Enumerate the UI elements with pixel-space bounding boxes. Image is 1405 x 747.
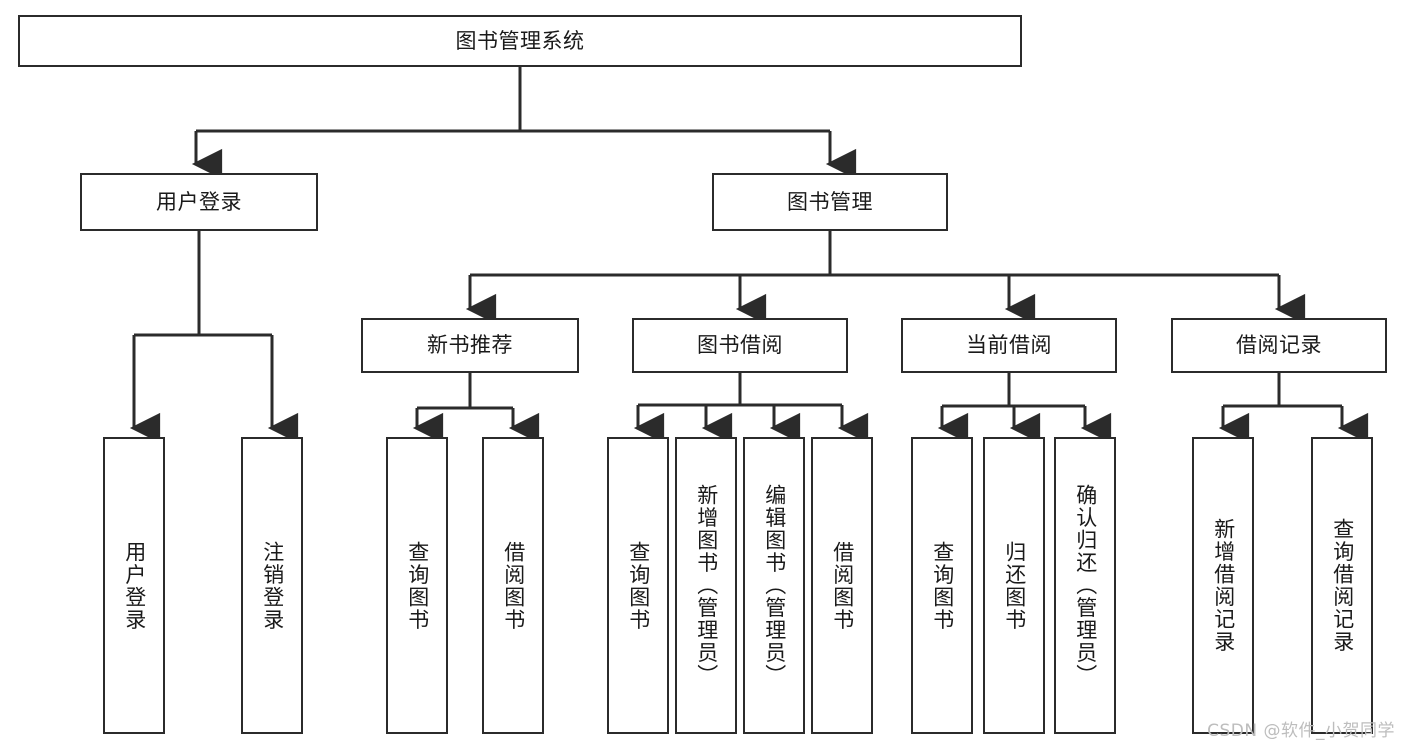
node-user-login[interactable]: 用户登录 bbox=[80, 173, 318, 231]
leaf-add-borrow-record[interactable]: 新增借阅记录 bbox=[1192, 437, 1254, 734]
node-root-label: 图书管理系统 bbox=[455, 28, 585, 53]
leaf-borrow-book-recommend-label: 借阅图书 bbox=[501, 540, 526, 631]
csdn-watermark: CSDN @软件_小贺同学 bbox=[1207, 721, 1395, 741]
leaf-borrow-book-recommend[interactable]: 借阅图书 bbox=[482, 437, 544, 734]
leaf-query-book-recommend-label: 查询图书 bbox=[405, 540, 430, 631]
node-book-borrow[interactable]: 图书借阅 bbox=[632, 318, 848, 373]
leaf-user-login[interactable]: 用户登录 bbox=[103, 437, 165, 734]
leaf-query-book-current[interactable]: 查询图书 bbox=[911, 437, 973, 734]
node-book-borrow-label: 图书借阅 bbox=[697, 333, 783, 358]
node-book-management[interactable]: 图书管理 bbox=[712, 173, 948, 231]
leaf-return-book-label: 归还图书 bbox=[1002, 540, 1027, 631]
leaf-add-borrow-record-label: 新增借阅记录 bbox=[1211, 518, 1236, 653]
leaf-query-borrow-record-label: 查询借阅记录 bbox=[1330, 518, 1355, 653]
leaf-logout-label: 注销登录 bbox=[260, 540, 285, 631]
leaf-query-book-borrow-label: 查询图书 bbox=[626, 540, 651, 631]
node-book-management-label: 图书管理 bbox=[787, 189, 873, 214]
leaf-return-book[interactable]: 归还图书 bbox=[983, 437, 1045, 734]
node-borrow-records-label: 借阅记录 bbox=[1236, 333, 1322, 358]
node-root[interactable]: 图书管理系统 bbox=[18, 15, 1022, 67]
leaf-query-borrow-record[interactable]: 查询借阅记录 bbox=[1311, 437, 1373, 734]
node-new-book-recommend-label: 新书推荐 bbox=[427, 333, 513, 358]
node-current-borrow[interactable]: 当前借阅 bbox=[901, 318, 1117, 373]
leaf-query-book-current-label: 查询图书 bbox=[930, 540, 955, 631]
leaf-add-book-admin-label: 新增图书（管理员） bbox=[694, 484, 719, 687]
leaf-confirm-return-admin-label: 确认归还（管理员） bbox=[1073, 484, 1098, 687]
leaf-logout[interactable]: 注销登录 bbox=[241, 437, 303, 734]
leaf-borrow-book-label: 借阅图书 bbox=[830, 540, 855, 631]
node-user-login-label: 用户登录 bbox=[156, 189, 242, 214]
leaf-confirm-return-admin[interactable]: 确认归还（管理员） bbox=[1054, 437, 1116, 734]
leaf-edit-book-admin-label: 编辑图书（管理员） bbox=[762, 484, 787, 687]
leaf-borrow-book[interactable]: 借阅图书 bbox=[811, 437, 873, 734]
leaf-query-book-borrow[interactable]: 查询图书 bbox=[607, 437, 669, 734]
node-borrow-records[interactable]: 借阅记录 bbox=[1171, 318, 1387, 373]
leaf-edit-book-admin[interactable]: 编辑图书（管理员） bbox=[743, 437, 805, 734]
leaf-query-book-recommend[interactable]: 查询图书 bbox=[386, 437, 448, 734]
leaf-add-book-admin[interactable]: 新增图书（管理员） bbox=[675, 437, 737, 734]
node-current-borrow-label: 当前借阅 bbox=[966, 333, 1052, 358]
leaf-user-login-label: 用户登录 bbox=[122, 540, 147, 631]
node-new-book-recommend[interactable]: 新书推荐 bbox=[361, 318, 579, 373]
